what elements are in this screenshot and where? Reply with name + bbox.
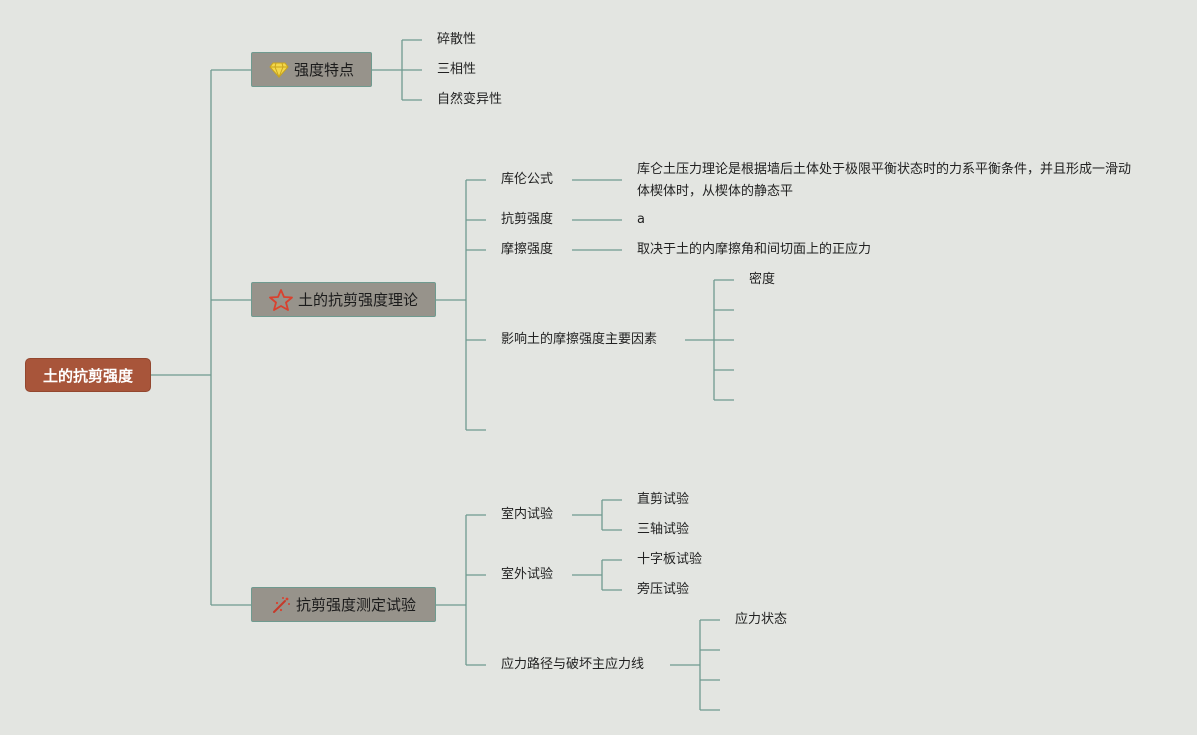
topic-label: 强度特点: [293, 61, 354, 79]
star-icon: [269, 288, 293, 311]
diamond-icon: [269, 62, 289, 78]
root-topic[interactable]: 土的抗剪强度: [25, 358, 151, 392]
subtopic-friction-factors[interactable]: 影响土的摩擦强度主要因素: [501, 332, 658, 347]
subtopic-stress-state[interactable]: 应力状态: [735, 612, 788, 627]
subtopic-coulomb-formula[interactable]: 库伦公式: [501, 172, 554, 187]
subtopic-field-test[interactable]: 室外试验: [501, 567, 554, 582]
subtopic-stress-path[interactable]: 应力路径与破坏主应力线: [501, 657, 645, 672]
subtopic-three-phase[interactable]: 三相性: [437, 62, 477, 77]
topic-strength-testing[interactable]: 抗剪强度测定试验: [251, 587, 436, 622]
subtopic-natural-variability[interactable]: 自然变异性: [437, 92, 503, 107]
topic-shear-strength-theory[interactable]: 土的抗剪强度理论: [251, 282, 436, 317]
subtopic-direct-shear-test[interactable]: 直剪试验: [637, 492, 690, 507]
subtopic-shear-strength[interactable]: 抗剪强度: [501, 212, 554, 227]
topic-label: 土的抗剪强度理论: [297, 291, 418, 309]
topic-strength-characteristics[interactable]: 强度特点: [251, 52, 372, 87]
topic-label: 抗剪强度测定试验: [295, 596, 416, 614]
note-shear-strength[interactable]: a: [637, 212, 645, 227]
note-friction-strength[interactable]: 取决于土的内摩擦角和间切面上的正应力: [637, 242, 872, 257]
subtopic-friction-strength[interactable]: 摩擦强度: [501, 242, 554, 257]
subtopic-vane-shear-test[interactable]: 十字板试验: [637, 552, 703, 567]
subtopic-triaxial-test[interactable]: 三轴试验: [637, 522, 690, 537]
subtopic-fragmentation[interactable]: 碎散性: [437, 32, 477, 47]
note-coulomb-formula[interactable]: 库仑土压力理论是根据墙后土体处于极限平衡状态时的力系平衡条件，并且形成一滑动体楔…: [637, 162, 1132, 199]
fireworks-icon: [271, 596, 291, 614]
root-topic-label: 土的抗剪强度: [42, 366, 133, 385]
subtopic-pressuremeter-test[interactable]: 旁压试验: [637, 582, 690, 597]
subtopic-density[interactable]: 密度: [749, 272, 776, 287]
subtopic-indoor-test[interactable]: 室内试验: [501, 507, 554, 522]
